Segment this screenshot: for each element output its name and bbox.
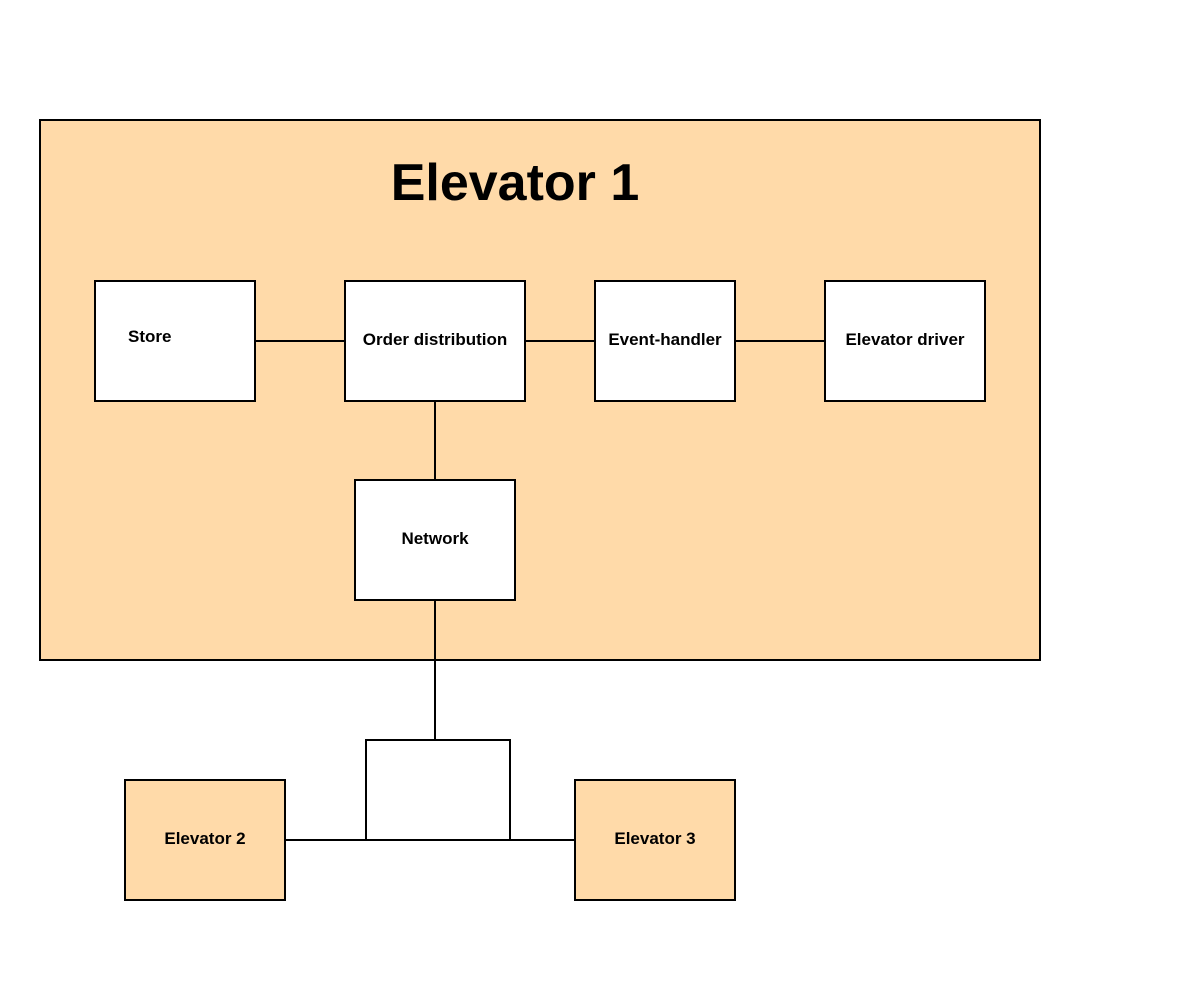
node-hub	[365, 739, 511, 841]
node-network: Network	[354, 479, 516, 601]
node-elevator-3-label: Elevator 3	[614, 829, 695, 848]
node-elevator-2-label: Elevator 2	[164, 829, 245, 848]
node-order-distribution-label: Order distribution	[363, 330, 508, 349]
node-elevator-driver: Elevator driver	[824, 280, 986, 402]
node-event-handler: Event-handler	[594, 280, 736, 402]
node-store-label: Store	[128, 327, 171, 346]
node-elevator-2: Elevator 2	[124, 779, 286, 901]
node-event-handler-label: Event-handler	[608, 330, 722, 349]
node-network-label: Network	[401, 529, 469, 548]
node-store: Store	[94, 280, 256, 402]
node-elevator-driver-label: Elevator driver	[845, 330, 964, 349]
elevator-1-title: Elevator 1	[391, 154, 640, 212]
node-order-distribution: Order distribution	[344, 280, 526, 402]
node-elevator-3: Elevator 3	[574, 779, 736, 901]
